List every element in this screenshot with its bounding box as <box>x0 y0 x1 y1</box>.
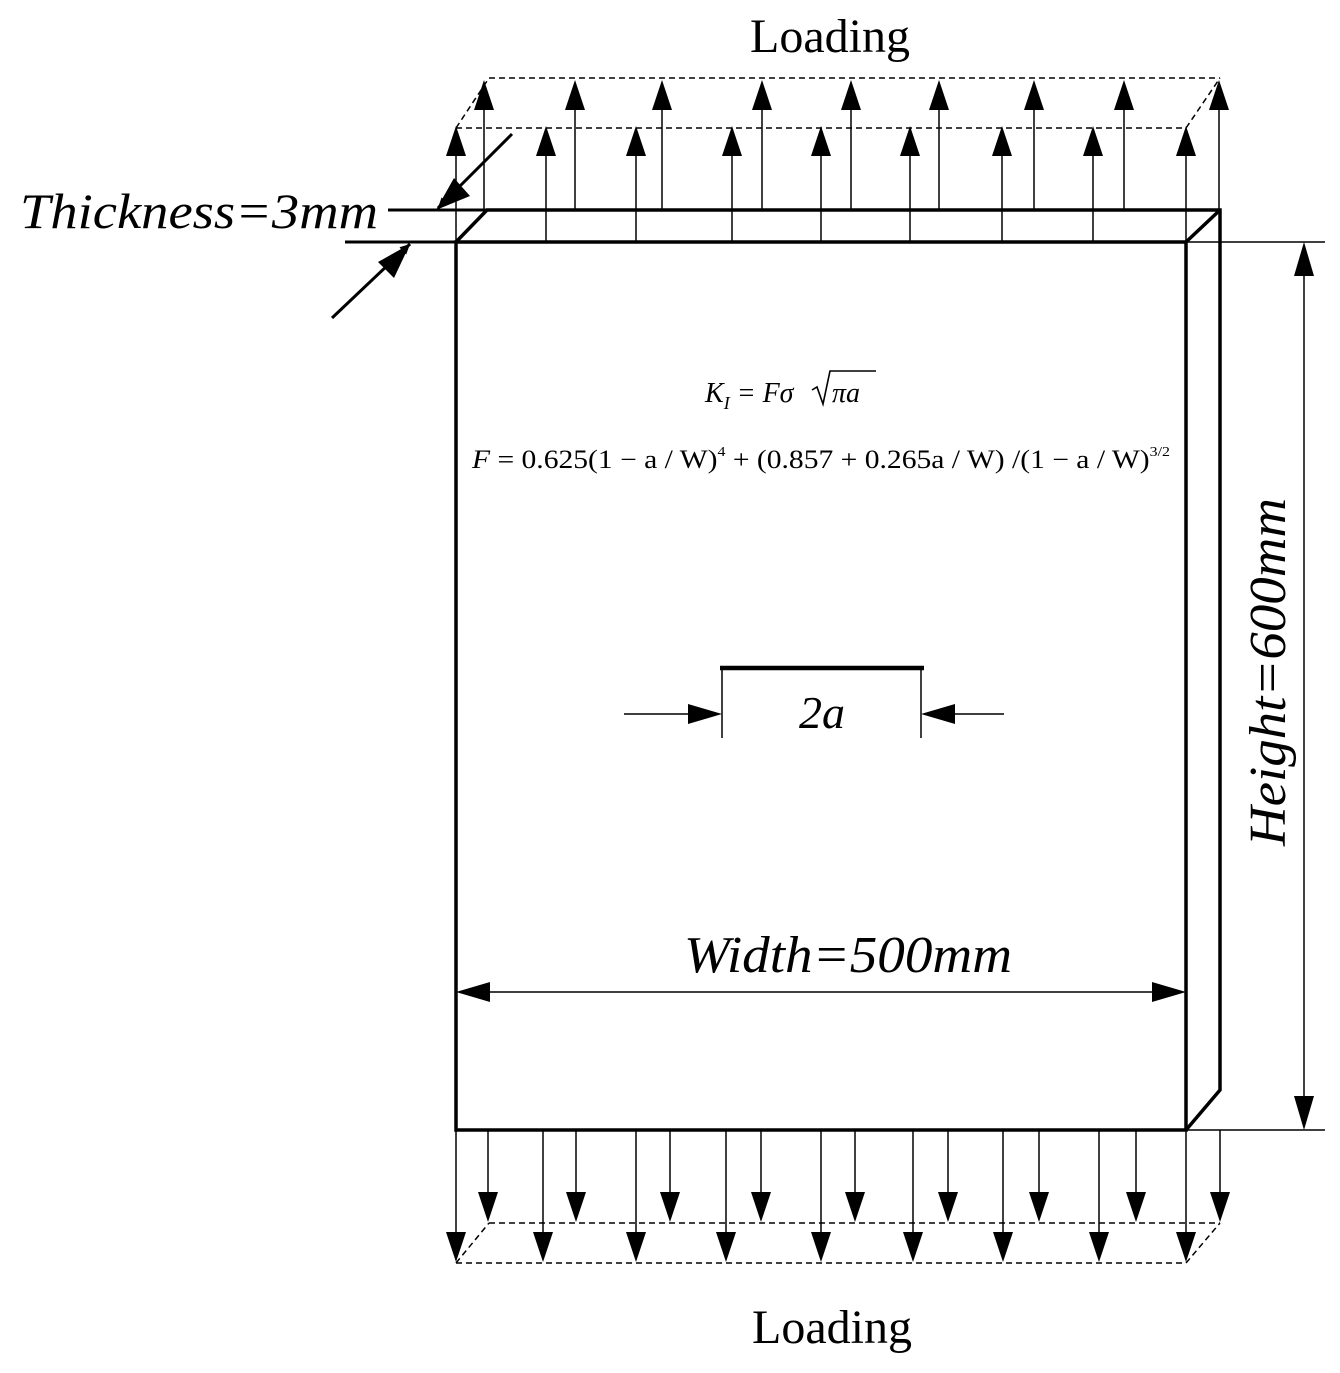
bottom-front-arrow-head <box>903 1232 923 1262</box>
width-arrowheads <box>456 982 1186 1002</box>
top-back-arrow-head <box>1209 80 1229 110</box>
top-front-arrow-head <box>536 126 556 156</box>
bottom-front-arrow-head <box>626 1232 646 1262</box>
top-front-arrow-head <box>1083 126 1103 156</box>
bottom-back-arrow-head <box>1126 1192 1146 1222</box>
thickness-label: Thickness=3mm <box>20 183 378 239</box>
bottom-front-arrow-head <box>1176 1232 1196 1262</box>
f-exponent-1: 4 <box>717 445 725 460</box>
bottom-loading-outline <box>455 1222 1221 1264</box>
top-back-arrow-head <box>474 80 494 110</box>
bottom-back-arrow-head <box>660 1192 680 1222</box>
svg-text:KI = Fσ: KI = Fσ <box>704 378 795 413</box>
crack-arrowheads <box>688 704 955 724</box>
bottom-front-arrow-head <box>811 1232 831 1262</box>
top-front-arrow-head <box>722 126 742 156</box>
bottom-front-arrow-head <box>716 1232 736 1262</box>
bottom-back-arrow-head <box>566 1192 586 1222</box>
top-back-arrow-head <box>1024 80 1044 110</box>
top-back-arrow-head <box>1114 80 1134 110</box>
f-part1: = 0.625(1 − a / W) <box>490 445 717 474</box>
top-loading-arrows <box>446 80 1229 242</box>
f-part2: + (0.857 + 0.265a / W) /(1 − a / W) <box>725 445 1149 474</box>
bottom-back-arrow-head <box>478 1192 498 1222</box>
top-back-arrow-head <box>841 80 861 110</box>
height-arrowheads <box>1294 242 1314 1130</box>
height-label: Height=600mm <box>1240 498 1297 847</box>
top-front-arrow-head <box>900 126 920 156</box>
crack-label: 2a <box>799 687 845 738</box>
top-back-arrow-head <box>929 80 949 110</box>
plate <box>454 208 1222 1132</box>
bottom-back-arrow-head <box>845 1192 865 1222</box>
top-front-arrow-head <box>446 126 466 156</box>
f-exponent-2: 3/2 <box>1150 445 1170 460</box>
svg-text:F = 0.625(1 − a / W)4 + (0.857: F = 0.625(1 − a / W)4 + (0.857 + 0.265a … <box>471 445 1170 474</box>
width-label: Width=500mm <box>684 927 1012 984</box>
ki-rhs: = Fσ <box>730 378 795 409</box>
bottom-loading-arrows <box>446 1130 1230 1262</box>
top-back-arrow-head <box>565 80 585 110</box>
ki-symbol: K <box>704 378 725 409</box>
radical-sign <box>811 370 876 407</box>
bottom-back-arrow-head <box>938 1192 958 1222</box>
loading-label-top: Loading <box>750 10 910 63</box>
bottom-front-arrow-head <box>1089 1232 1109 1262</box>
top-front-arrow-head <box>811 126 831 156</box>
bottom-front-arrow-head <box>446 1232 466 1262</box>
radical-content: πa <box>832 378 860 409</box>
geometry-factor-formula: F = 0.625(1 − a / W)4 + (0.857 + 0.265a … <box>471 445 1170 474</box>
bottom-back-arrow-head <box>1210 1192 1230 1222</box>
top-back-arrow-head <box>752 80 772 110</box>
height-dimension <box>1186 241 1325 1131</box>
top-front-arrow-head <box>992 126 1012 156</box>
ki-subscript: I <box>723 393 731 413</box>
stress-intensity-formula: KI = Fσ πa <box>704 370 876 413</box>
loading-label-bottom: Loading <box>752 1301 912 1354</box>
bottom-front-arrow-head <box>533 1232 553 1262</box>
f-symbol: F <box>471 445 491 474</box>
bottom-front-arrow-head <box>993 1232 1013 1262</box>
bottom-back-arrow-head <box>1029 1192 1049 1222</box>
thickness-arrowheads <box>378 178 470 278</box>
crack <box>624 665 1004 738</box>
top-front-arrow-head <box>626 126 646 156</box>
top-back-arrow-head <box>652 80 672 110</box>
bottom-back-arrow-head <box>751 1192 771 1222</box>
top-front-arrow-head <box>1176 126 1196 156</box>
